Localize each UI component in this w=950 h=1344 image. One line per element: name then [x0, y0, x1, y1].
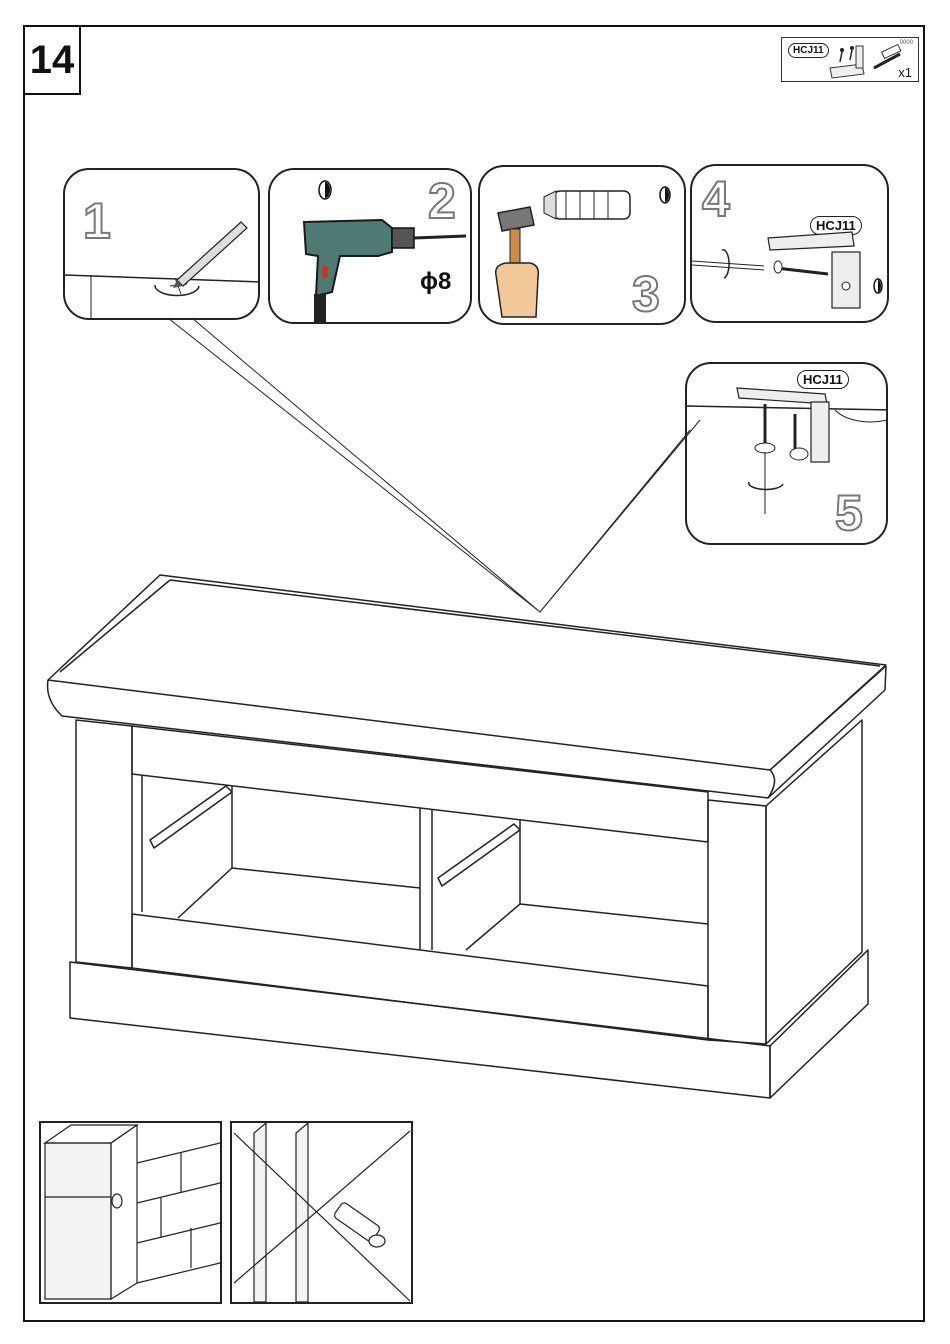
panel-2-drill: 2 ϕ8 [268, 168, 472, 324]
drywall-anchor-icon [232, 1123, 411, 1302]
inset-wall-brick [39, 1121, 222, 1304]
inset-wall-drywall [230, 1121, 413, 1304]
panel-3-number: 3 [632, 265, 660, 323]
drill-size: ϕ8 [420, 268, 451, 296]
panel-2-number: 2 [428, 172, 456, 230]
panel-5-mount: HCJ11 5 [685, 362, 888, 545]
step-number: 14 [23, 25, 81, 95]
panel-4-bracket: 4 HCJ11 [690, 164, 889, 323]
panel-5-number: 5 [835, 484, 863, 542]
parts-quantity: x1 [898, 65, 912, 80]
panel-1-mark: 1 [63, 168, 260, 320]
parts-box: HCJ11 0000 x1 [781, 37, 919, 82]
pencil-icon [65, 170, 260, 320]
screw-bracket-icon [692, 166, 889, 323]
panel-3-hammer: 3 [478, 165, 686, 325]
brick-wall-icon [41, 1123, 220, 1302]
